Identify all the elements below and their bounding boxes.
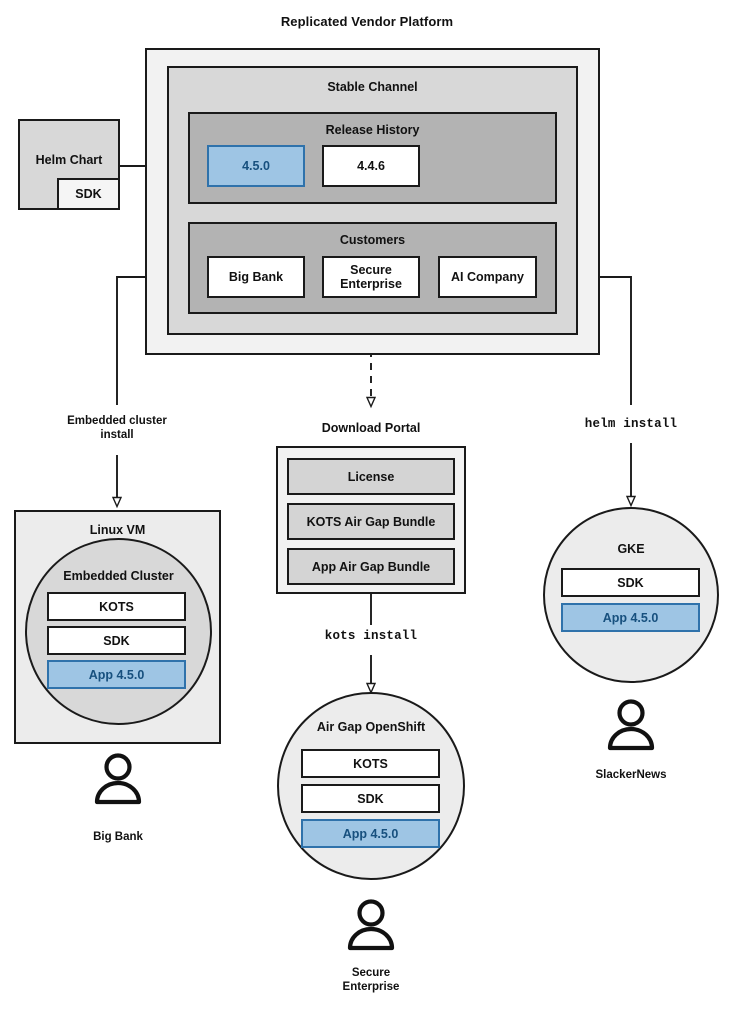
openshift-component-app[interactable]: App 4.5.0 — [301, 819, 440, 848]
openshift-component-sdk[interactable]: SDK — [301, 784, 440, 813]
customer-chip-big-bank[interactable]: Big Bank — [207, 256, 305, 298]
linux-vm-title: Linux VM — [89, 523, 146, 537]
edge-label-embedded-cluster-install: Embedded cluster install — [67, 415, 167, 442]
linuxvm-component-sdk[interactable]: SDK — [47, 626, 186, 655]
helm-chart-title: Helm Chart — [35, 153, 103, 167]
airgap-openshift-title: Air Gap OpenShift — [316, 720, 426, 734]
edge-label-kots-install: kots install — [324, 629, 418, 643]
embedded-cluster-title: Embedded Cluster — [63, 569, 174, 583]
openshift-component-kots[interactable]: KOTS — [301, 749, 440, 778]
download-portal-title: Download Portal — [321, 421, 421, 435]
customer-chip-secure-enterprise[interactable]: Secure Enterprise — [322, 256, 420, 298]
customer-chip-ai-company[interactable]: AI Company — [438, 256, 537, 298]
customers-title: Customers — [339, 233, 406, 247]
actor-label-big-bank: Big Bank — [93, 831, 143, 843]
stable-channel-title: Stable Channel — [327, 80, 418, 94]
actor-icon-slackernews — [607, 699, 655, 751]
release-chip-current[interactable]: 4.5.0 — [207, 145, 305, 187]
helm-chart-sdk-chip[interactable]: SDK — [57, 178, 120, 210]
portal-artifact-kots-air-gap-bundle[interactable]: KOTS Air Gap Bundle — [287, 503, 455, 540]
actor-icon-secure-enterprise — [347, 899, 395, 951]
actor-label-slackernews: SlackerNews — [595, 769, 667, 781]
release-chip-previous[interactable]: 4.4.6 — [322, 145, 420, 187]
gke-title: GKE — [617, 542, 645, 556]
customer-name-line1: Secure — [350, 263, 392, 277]
portal-artifact-app-air-gap-bundle[interactable]: App Air Gap Bundle — [287, 548, 455, 585]
customer-name-line2: Enterprise — [340, 277, 402, 291]
gke-component-sdk[interactable]: SDK — [561, 568, 700, 597]
release-history-title: Release History — [325, 123, 420, 137]
gke-component-app[interactable]: App 4.5.0 — [561, 603, 700, 632]
linuxvm-component-kots[interactable]: KOTS — [47, 592, 186, 621]
edge-label-helm-install: helm install — [584, 417, 678, 431]
page-title: Replicated Vendor Platform — [280, 14, 454, 29]
linuxvm-component-app[interactable]: App 4.5.0 — [47, 660, 186, 689]
portal-artifact-license[interactable]: License — [287, 458, 455, 495]
actor-label-secure-enterprise: Secure Enterprise — [342, 967, 400, 994]
actor-icon-big-bank — [94, 753, 142, 805]
